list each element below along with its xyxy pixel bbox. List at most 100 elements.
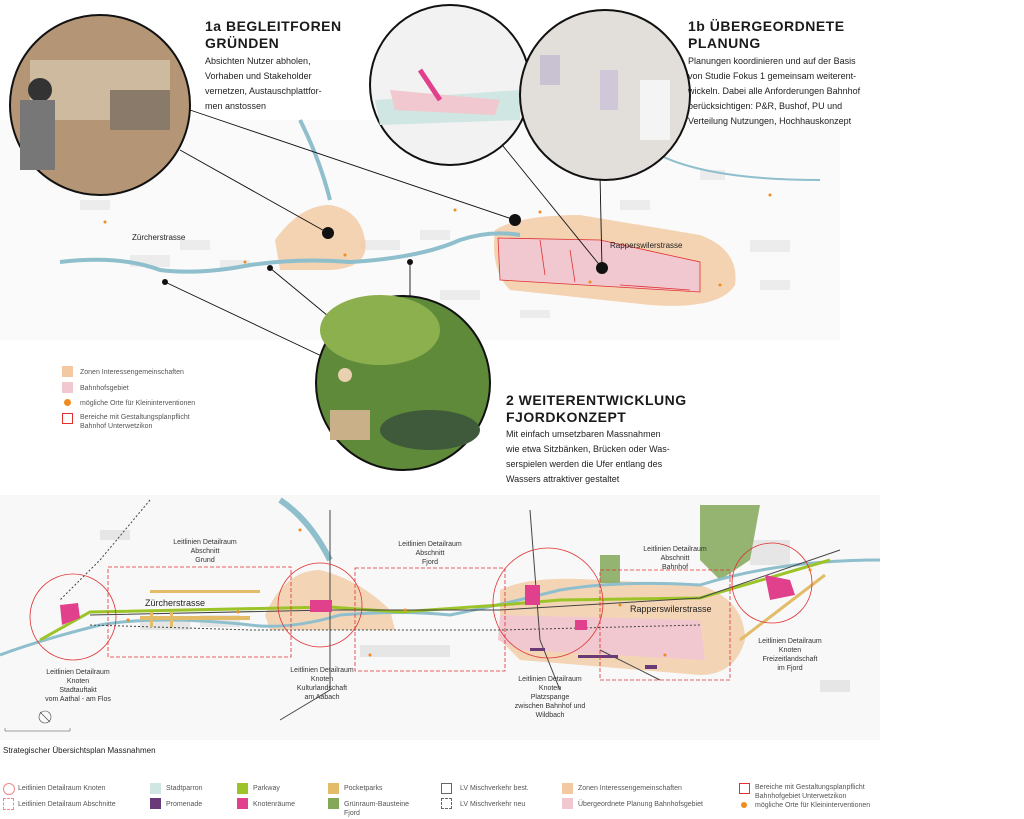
section-1a-title: 1a BEGLEITFOREN GRÜNDEN [205,18,342,52]
dashed-box-icon [441,798,452,809]
label-line: Leitlinien Detailraum [173,539,237,546]
zone-swatch [62,366,73,377]
box-swatch [62,413,73,424]
legend-label: Zonen Interessengemeinschaften [578,785,682,792]
legend-label: Fjord [344,810,360,817]
legend-label: Bahnhofsgebiet [80,385,129,392]
text-line: men anstossen [205,101,267,111]
label-line: Bahnhof [661,564,689,571]
label-line: Knoten [538,685,562,692]
legend-label: Promenade [166,801,203,808]
photo-workshop [9,14,191,196]
swatch [562,798,573,809]
swatch [237,783,248,794]
title-line: 1b ÜBERGEORDNETE [688,18,845,34]
map-detail-circle [369,4,531,166]
map-caption: Strategischer Übersichtsplan Massnahmen [3,746,156,755]
street-label-rapperswilerstrasse: Rapperswilerstrasse [610,241,683,250]
zone-aabach [265,570,395,630]
legend-label: mögliche Orte für Kleininterventionen [80,400,196,407]
intervention-dots [103,193,772,287]
swatch [562,783,573,794]
photo-fjord [315,295,491,471]
legend-label: Grünraum-Bausteine [344,801,409,808]
legend-label: Bahnhof Unterwetzikon [80,423,153,430]
swatch [237,798,248,809]
callout-dots [162,214,608,285]
title-line: 2 WEITERENTWICKLUNG [506,392,687,408]
legend-label: Bereiche mit Gestaltungsplanpflicht [755,784,865,791]
swatch [150,783,161,794]
text-line: berücksichtigen: P&R, Bushof, PU und [688,101,843,111]
label-line: im Fjord [777,665,803,672]
dashed-box-icon [3,798,14,810]
label-line: Knoten [310,676,334,683]
label-line: Kulturlandschaft [296,685,348,692]
swatch [150,798,161,809]
label-line: Fjord [422,559,438,566]
legend-label: Bereiche mit Gestaltungsplanpflicht [80,414,190,421]
legend-label: Zonen Interessengemeinschaften [80,369,184,376]
street-label-rapperswilerstrasse-lower: Rapperswilerstrasse [630,604,712,614]
text-line: Wassers attraktiver gestaltet [506,474,620,484]
legend-label: LV Mischverkehr neu [460,801,526,808]
north-arrow [38,710,52,724]
text-line: serspielen werden die Ufer entlang des [506,459,663,469]
street-label-zuercherstrasse: Zürcherstrasse [132,233,186,242]
legend-label: Knotenräume [253,801,296,808]
circle-icon [3,783,15,795]
label-line: vom Aathal - am Flos [45,696,111,703]
legend-label: LV Mischverkehr best. [460,785,529,792]
pocketparks [140,573,826,642]
title-line: GRÜNDEN [205,35,280,51]
box-icon [739,783,750,794]
swatch [328,783,339,794]
title-line: PLANUNG [688,35,761,51]
text-line: vernetzen, Austauschplattfor- [205,86,322,96]
label-line: Knoten [66,678,90,685]
text-line: Verteilung Nutzungen, Hochhauskonzept [688,116,852,126]
label-line: Wildbach [535,712,565,719]
text-line: wickeln. Dabei alle Anforderungen Bahnho… [688,86,861,96]
legend-label: Leitlinien Detailraum Abschnitte [18,801,116,808]
scale-bar [4,728,71,732]
label-line: Leitlinien Detailraum [518,676,582,683]
text-line: wie etwa Sitzbänken, Brücken oder Was- [506,444,670,454]
label-line: am Aabach [304,694,340,701]
label-line: Leitlinien Detailraum [290,667,354,674]
model-3d-circle [519,9,691,181]
text-line: von Studie Fokus 1 gemeinsam weiterent- [688,71,857,81]
section-1a-text: Absichten Nutzer abholen, Vorhaben und S… [205,54,322,114]
text-line: Planungen koordinieren und auf der Basis [688,56,856,66]
label-line: Leitlinien Detailraum [46,669,110,676]
title-line: 1a BEGLEITFOREN [205,18,342,34]
text-line: Vorhaben und Stakeholder [205,71,312,81]
legend-label: Übergeordnete Planung Bahnhofsgebiet [578,801,703,808]
street-label-zuercherstrasse-lower: Zürcherstrasse [145,598,206,608]
text-line: Mit einfach umsetzbaren Massnahmen [506,429,661,439]
box-icon [441,783,452,794]
section-1b-title: 1b ÜBERGEORDNETE PLANUNG [688,18,845,52]
zone-interest-west [275,205,366,270]
swatch [328,798,339,809]
label-line: Freizeitlandschaft [762,656,818,663]
bahnhof-swatch [62,382,73,393]
label-line: Abschnitt [415,550,445,557]
river [59,231,521,274]
label-line: Knoten [778,647,802,654]
legend-label: Leitlinien Detailraum Knoten [18,785,106,792]
section-2-title: 2 WEITERENTWICKLUNG FJORDKONZEPT [506,392,687,426]
legend-label: Stadtparron [166,785,203,792]
bottom-legend: Leitlinien Detailraum Knoten Leitlinien … [0,780,1024,819]
dot-icon [741,802,747,808]
label-line: Abschnitt [190,548,220,555]
bahnhof-planning-area [498,615,705,660]
label-line: Grund [195,557,215,564]
